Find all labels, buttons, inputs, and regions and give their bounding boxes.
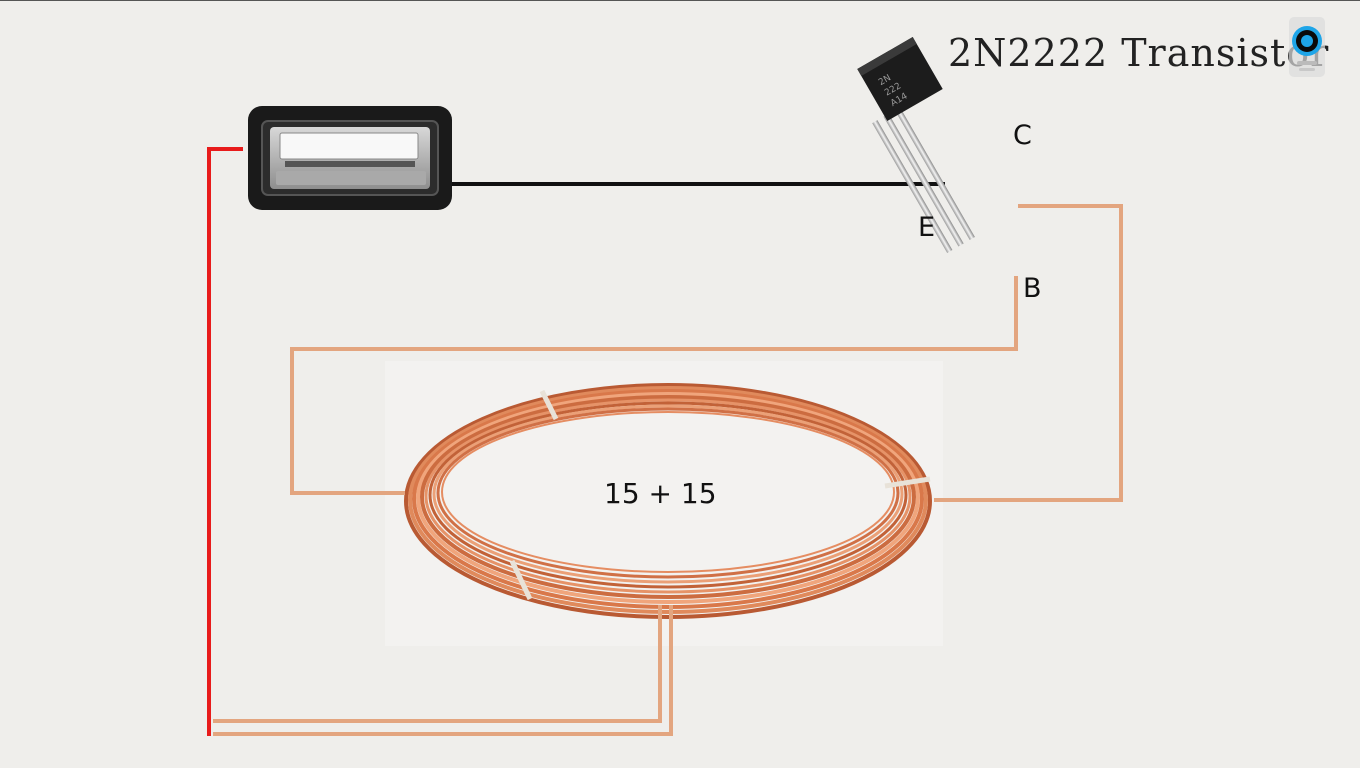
coil-tie <box>539 389 559 421</box>
wire-base-to-coil <box>290 276 1018 495</box>
transistor-2n2222: 2N 222 A14 <box>857 37 975 254</box>
wire-center-tap-1 <box>213 605 662 723</box>
badge-logo-icon <box>1289 17 1325 77</box>
diagram-title: 2N2222 Transistor <box>948 31 1330 75</box>
usb-connector <box>248 106 452 210</box>
coil-tie <box>509 559 533 601</box>
wire-center-tap-2 <box>213 605 673 736</box>
coil-tie <box>884 476 931 489</box>
pin-label-base: B <box>1023 273 1042 304</box>
wire-positive-usb <box>207 147 243 736</box>
pin-label-collector: C <box>1013 120 1032 151</box>
coil-turns-label: 15 + 15 <box>604 477 717 510</box>
copper-coil <box>404 383 932 619</box>
transistor-leg-collector <box>894 107 975 241</box>
transistor-leg-base <box>883 113 964 247</box>
copper-wires <box>213 204 1123 736</box>
wire-collector-to-coil <box>934 204 1123 502</box>
pin-label-emitter: E <box>918 212 935 243</box>
transistor-leg-emitter <box>872 120 953 254</box>
